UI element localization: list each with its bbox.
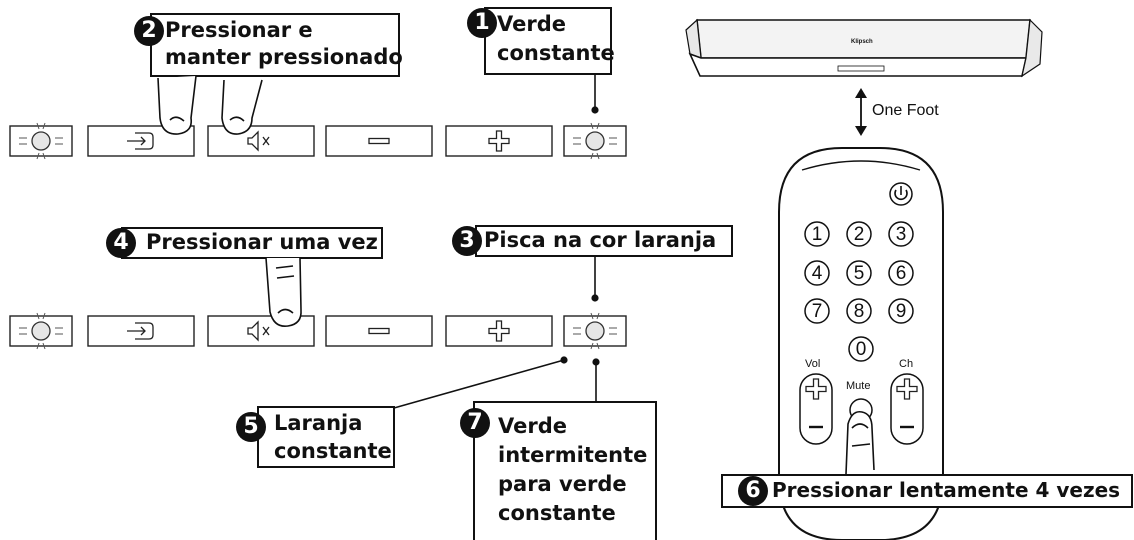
step-2-line-2: manter pressionado <box>165 45 403 69</box>
remote-key-8: 8 <box>853 301 865 322</box>
finger-icon <box>845 410 875 475</box>
callout-box-6 <box>721 474 1133 508</box>
step-4-line-1: Pressionar uma vez <box>146 230 378 254</box>
step-number-2: 2 <box>134 16 164 46</box>
remote-key-9: 9 <box>895 301 907 322</box>
leader-lines <box>393 74 600 409</box>
remote-key-6: 6 <box>895 263 907 284</box>
step-1-line-2: constante <box>497 41 615 65</box>
panel-row-top <box>9 122 627 160</box>
remote-ch-label: Ch <box>899 358 914 370</box>
step-6-line-1: Pressionar lentamente 4 vezes <box>772 478 1121 502</box>
remote-key-1: 1 <box>811 224 823 245</box>
step-7-line-4: constante <box>498 501 616 525</box>
remote-keypad <box>799 182 924 445</box>
panel-row-bottom <box>9 312 627 350</box>
remote-key-5: 5 <box>853 263 865 284</box>
step-7-line-2: intermitente <box>498 443 648 467</box>
step-number-5: 5 <box>236 412 266 442</box>
step-number-3: 3 <box>452 226 482 256</box>
step-7-line-1: Verde <box>498 414 567 438</box>
callout-box-1 <box>484 7 612 75</box>
step-2-line-1: Pressionar e <box>165 18 313 42</box>
distance-arrow <box>855 88 867 136</box>
callout-box-4 <box>121 227 383 259</box>
remote-key-2: 2 <box>853 224 865 245</box>
remote-mute-label: Mute <box>846 380 871 392</box>
remote-key-0: 0 <box>855 339 867 360</box>
remote-key-7: 7 <box>811 301 823 322</box>
finger-icon <box>265 257 302 328</box>
power-icon <box>894 186 908 201</box>
step-number-7: 7 <box>460 408 490 438</box>
volume-down-button[interactable] <box>325 125 433 157</box>
step-1-line-1: Verde <box>497 12 566 36</box>
step-5-line-1: Laranja <box>274 411 363 435</box>
remote-key-4: 4 <box>811 263 823 284</box>
step-number-1: 1 <box>467 8 497 38</box>
volume-down-button[interactable] <box>325 315 433 347</box>
input-button[interactable] <box>87 315 195 347</box>
callout-box-7 <box>473 401 657 540</box>
remote-key-3: 3 <box>895 224 907 245</box>
finger-icon <box>157 75 263 135</box>
step-5-line-2: constante <box>274 439 392 463</box>
mute-button[interactable] <box>207 125 315 157</box>
distance-label: One Foot <box>872 102 939 119</box>
step-number-4: 4 <box>106 228 136 258</box>
soundbar <box>685 18 1043 78</box>
soundbar-logo: Klipsch <box>851 39 873 45</box>
step-7-line-3: para verde <box>498 472 627 496</box>
step-3-line-1: Pisca na cor laranja <box>484 228 717 252</box>
callout-box-2 <box>150 13 400 77</box>
remote-vol-label: Vol <box>805 358 821 370</box>
step-number-6: 6 <box>738 476 768 506</box>
